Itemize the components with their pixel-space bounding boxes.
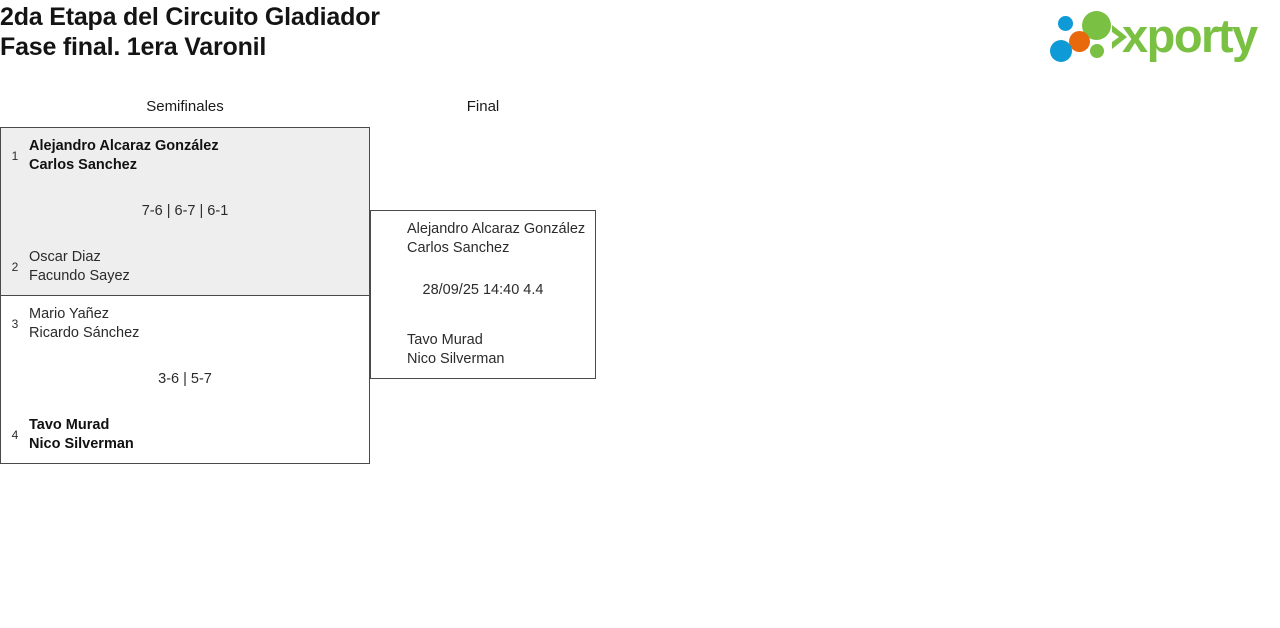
- logo-dot-orange-icon: [1069, 31, 1090, 52]
- competitor-slot-top[interactable]: 3 Mario Yañez Ricardo Sánchez: [1, 305, 140, 343]
- competitor-slot-bottom[interactable]: 4 Tavo Murad Nico Silverman: [1, 416, 134, 454]
- tournament-bracket: 1 Alejandro Alcaraz González Carlos Sanc…: [0, 127, 700, 467]
- seed-number: 1: [11, 149, 19, 163]
- competitor-slot-bottom[interactable]: 2 Oscar Diaz Facundo Sayez: [1, 248, 130, 286]
- competitor-slot-top[interactable]: 1 Alejandro Alcaraz González Carlos Sanc…: [1, 137, 219, 175]
- competitor-names: Tavo Murad Nico Silverman: [29, 417, 134, 452]
- xporty-logo[interactable]: xporty: [1044, 6, 1274, 64]
- match-semifinal-1[interactable]: 1 Alejandro Alcaraz González Carlos Sanc…: [0, 127, 370, 296]
- round-header-final: Final: [466, 98, 500, 115]
- match-semifinal-2[interactable]: 3 Mario Yañez Ricardo Sánchez 3-6 | 5-7 …: [0, 295, 370, 464]
- logo-dot-green-small-icon: [1090, 44, 1104, 58]
- competitor-names: Oscar Diaz Facundo Sayez: [29, 249, 130, 284]
- competitor-names: Alejandro Alcaraz González Carlos Sanche…: [407, 221, 586, 256]
- competitor-names: Mario Yañez Ricardo Sánchez: [29, 306, 140, 341]
- competitor-names: Alejandro Alcaraz González Carlos Sanche…: [29, 138, 219, 173]
- round-header-semifinales: Semifinales: [146, 98, 224, 115]
- logo-wordmark: xporty: [1122, 9, 1258, 62]
- match-final[interactable]: Alejandro Alcaraz González Carlos Sanche…: [370, 210, 596, 379]
- competitor-slot-top[interactable]: Alejandro Alcaraz González Carlos Sanche…: [371, 220, 585, 258]
- logo-chevron-icon: [1112, 25, 1127, 49]
- logo-dot-blue-small-icon: [1058, 16, 1073, 31]
- competitor-slot-bottom[interactable]: Tavo Murad Nico Silverman: [371, 331, 505, 369]
- seed-number: 3: [11, 317, 19, 331]
- seed-number: 2: [11, 260, 19, 274]
- seed-number: 4: [11, 428, 19, 442]
- page-header: 2da Etapa del Circuito Gladiador Fase fi…: [0, 0, 1280, 80]
- logo-dot-blue-large-icon: [1050, 40, 1072, 62]
- match-score: 3-6 | 5-7: [158, 371, 212, 387]
- competitor-names: Tavo Murad Nico Silverman: [407, 332, 505, 367]
- logo-dots-icon: [1050, 10, 1126, 62]
- page-title: 2da Etapa del Circuito Gladiador Fase fi…: [0, 3, 380, 61]
- match-score: 7-6 | 6-7 | 6-1: [141, 203, 229, 219]
- match-schedule: 28/09/25 14:40 4.4: [422, 282, 544, 298]
